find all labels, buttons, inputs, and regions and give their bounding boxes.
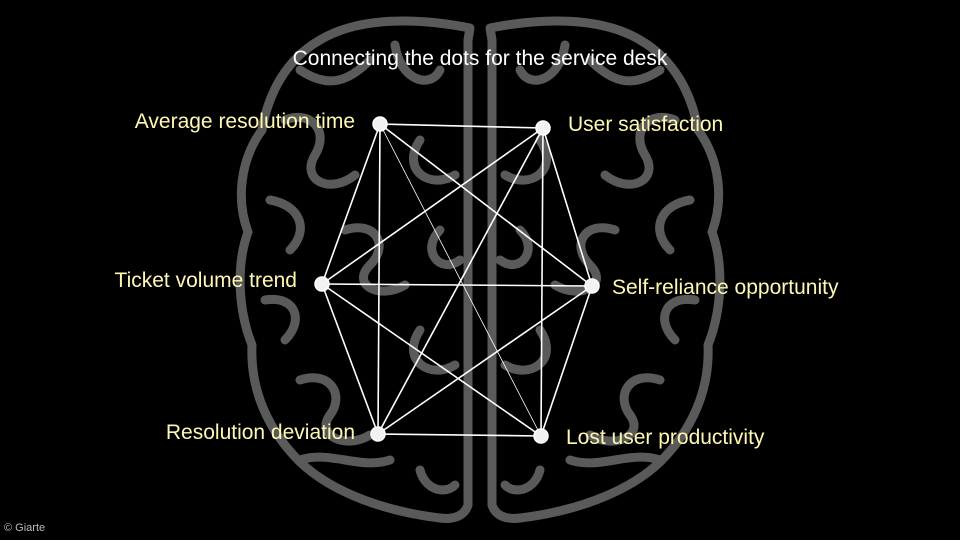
edge-n2-n3 [321,283,593,287]
edge-n3-n5 [540,285,593,437]
edge-n1-n2 [321,127,544,285]
node-dot-n2 [314,276,330,292]
node-dot-n5 [533,428,549,444]
edge-n1-n4 [377,127,544,435]
node-dot-n4 [370,426,386,442]
edge-n0-n1 [379,123,544,129]
node-dot-n0 [372,116,388,132]
node-label-resolution-deviation: Resolution deviation [165,421,355,444]
node-dot-n1 [535,120,551,136]
node-dot-group [314,116,600,444]
node-label-user-satisfaction: User satisfaction [568,113,724,136]
edge-n3-n4 [377,285,593,435]
edge-n0-n3 [379,123,593,287]
node-label-ticket-volume-trend: Ticket volume trend [114,269,297,292]
node-label-self-reliance-opportunity: Self-reliance opportunity [612,276,839,299]
edge-n2-n4 [321,283,379,435]
edge-n1-n3 [542,127,593,287]
edge-n4-n5 [377,433,542,437]
diagram-title: Connecting the dots for the service desk [292,47,668,70]
edge-group [321,123,593,437]
edge-n0-n4 [377,123,381,435]
node-dot-n3 [584,278,600,294]
edge-n2-n5 [321,283,542,437]
brain-icon [235,16,725,523]
node-label-average-resolution-time: Average resolution time [134,110,355,133]
edge-n0-n2 [321,123,381,285]
node-label-lost-user-productivity: Lost user productivity [566,426,765,449]
edge-n1-n5 [540,127,544,437]
copyright-notice: © Giarte [4,522,46,534]
